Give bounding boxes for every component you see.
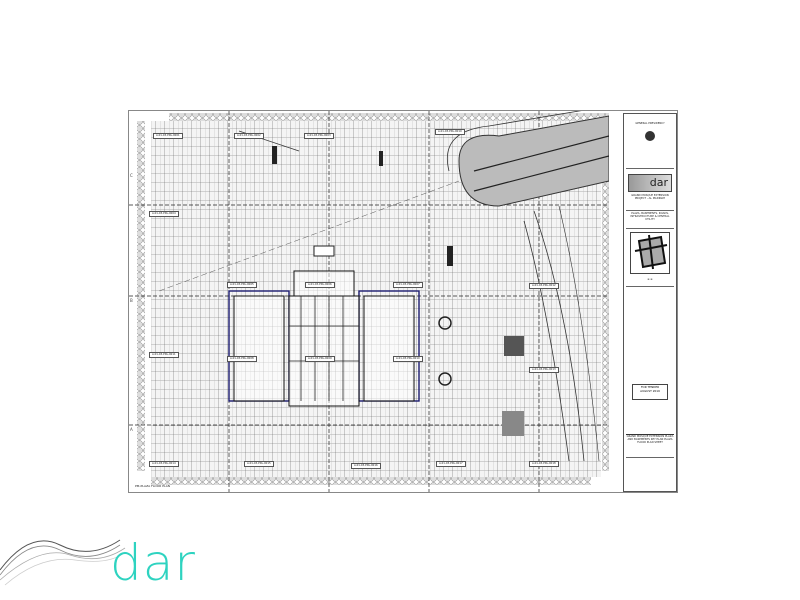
grid-letter-b: B: [130, 298, 133, 303]
title-block: GENERAL PRESIDENCY dar GRAND MOSQUE EXTE…: [623, 113, 677, 492]
floor-plan-graphic: [129, 111, 609, 492]
grid-letter-c: C: [130, 173, 133, 178]
consultant-logo: dar: [628, 174, 672, 192]
callout-tag: A-01-03-PDL-0003: [304, 133, 334, 139]
grid-letter-a: A: [130, 427, 133, 432]
callout-tag: A-01-03-PDL-0004: [149, 211, 179, 217]
project-name: GRAND MOSQUE EXTENSION PROJECT - AL MADI…: [626, 194, 674, 211]
package-name: PLAZA, BASEMENTS, ROADS, INFRASTRUCTURE …: [626, 212, 674, 229]
callout-tag: A-01-03-PDL-0016: [351, 463, 381, 469]
callout-tag: A-01-03-PDL-0010: [393, 356, 423, 362]
callout-tag: A-01-03-PDL-0017: [436, 461, 466, 467]
emblem-icon: [645, 131, 655, 141]
drawing-title: GRAND MOSQUE EXTENSION PLAZA AND BASEMEN…: [626, 434, 674, 458]
issue-stamp: FOR TENDER AUGUST 2019: [632, 384, 668, 400]
callout-tag: A-01-03-PDL-0015: [244, 461, 274, 467]
client-logos: GENERAL PRESIDENCY: [626, 116, 674, 169]
callout-tag: A-01-03-PDL-0012: [529, 283, 559, 289]
key-plan-map: [634, 234, 668, 270]
callout-tag: A-01-03-PDL-0002: [234, 133, 264, 139]
key-plan: [630, 232, 670, 274]
callout-tag: A-01-03-PDL-0018: [529, 461, 559, 467]
plaza-floor-plan: A-01-03-PDL-0001 A-01-03-PDL-0002 A-01-0…: [129, 111, 609, 492]
callout-tag: A-01-03-PDL-0006: [305, 282, 335, 288]
callout-tag: A-01-03-PDL-0013: [529, 367, 559, 373]
callout-tag: A-01-03-PDL-0011: [149, 352, 179, 358]
drawing-sheet: A-01-03-PDL-0001 A-01-03-PDL-0002 A-01-0…: [128, 110, 678, 493]
callout-tag: A-01-03-PDL-0005: [227, 282, 257, 288]
client-name: GENERAL PRESIDENCY: [635, 122, 665, 125]
north-arrows: ⊕ ⊕: [626, 278, 674, 287]
callout-tag: A-01-03-PDL-0014: [149, 461, 179, 467]
callout-tag: A-01-03-PDL-0019: [435, 129, 465, 135]
dar-logo: dar: [110, 534, 196, 592]
callout-tag: A-01-03-PDL-0007: [393, 282, 423, 288]
callout-tag: A-01-03-PDL-0001: [153, 133, 183, 139]
callout-tag: A-01-03-PDL-0009: [305, 356, 335, 362]
sheet-title: PM-PLAZA FLOOR PLAN: [135, 484, 171, 488]
callout-tag: A-01-03-PDL-0008: [227, 356, 257, 362]
brand-swoosh-graphic: [0, 539, 126, 586]
